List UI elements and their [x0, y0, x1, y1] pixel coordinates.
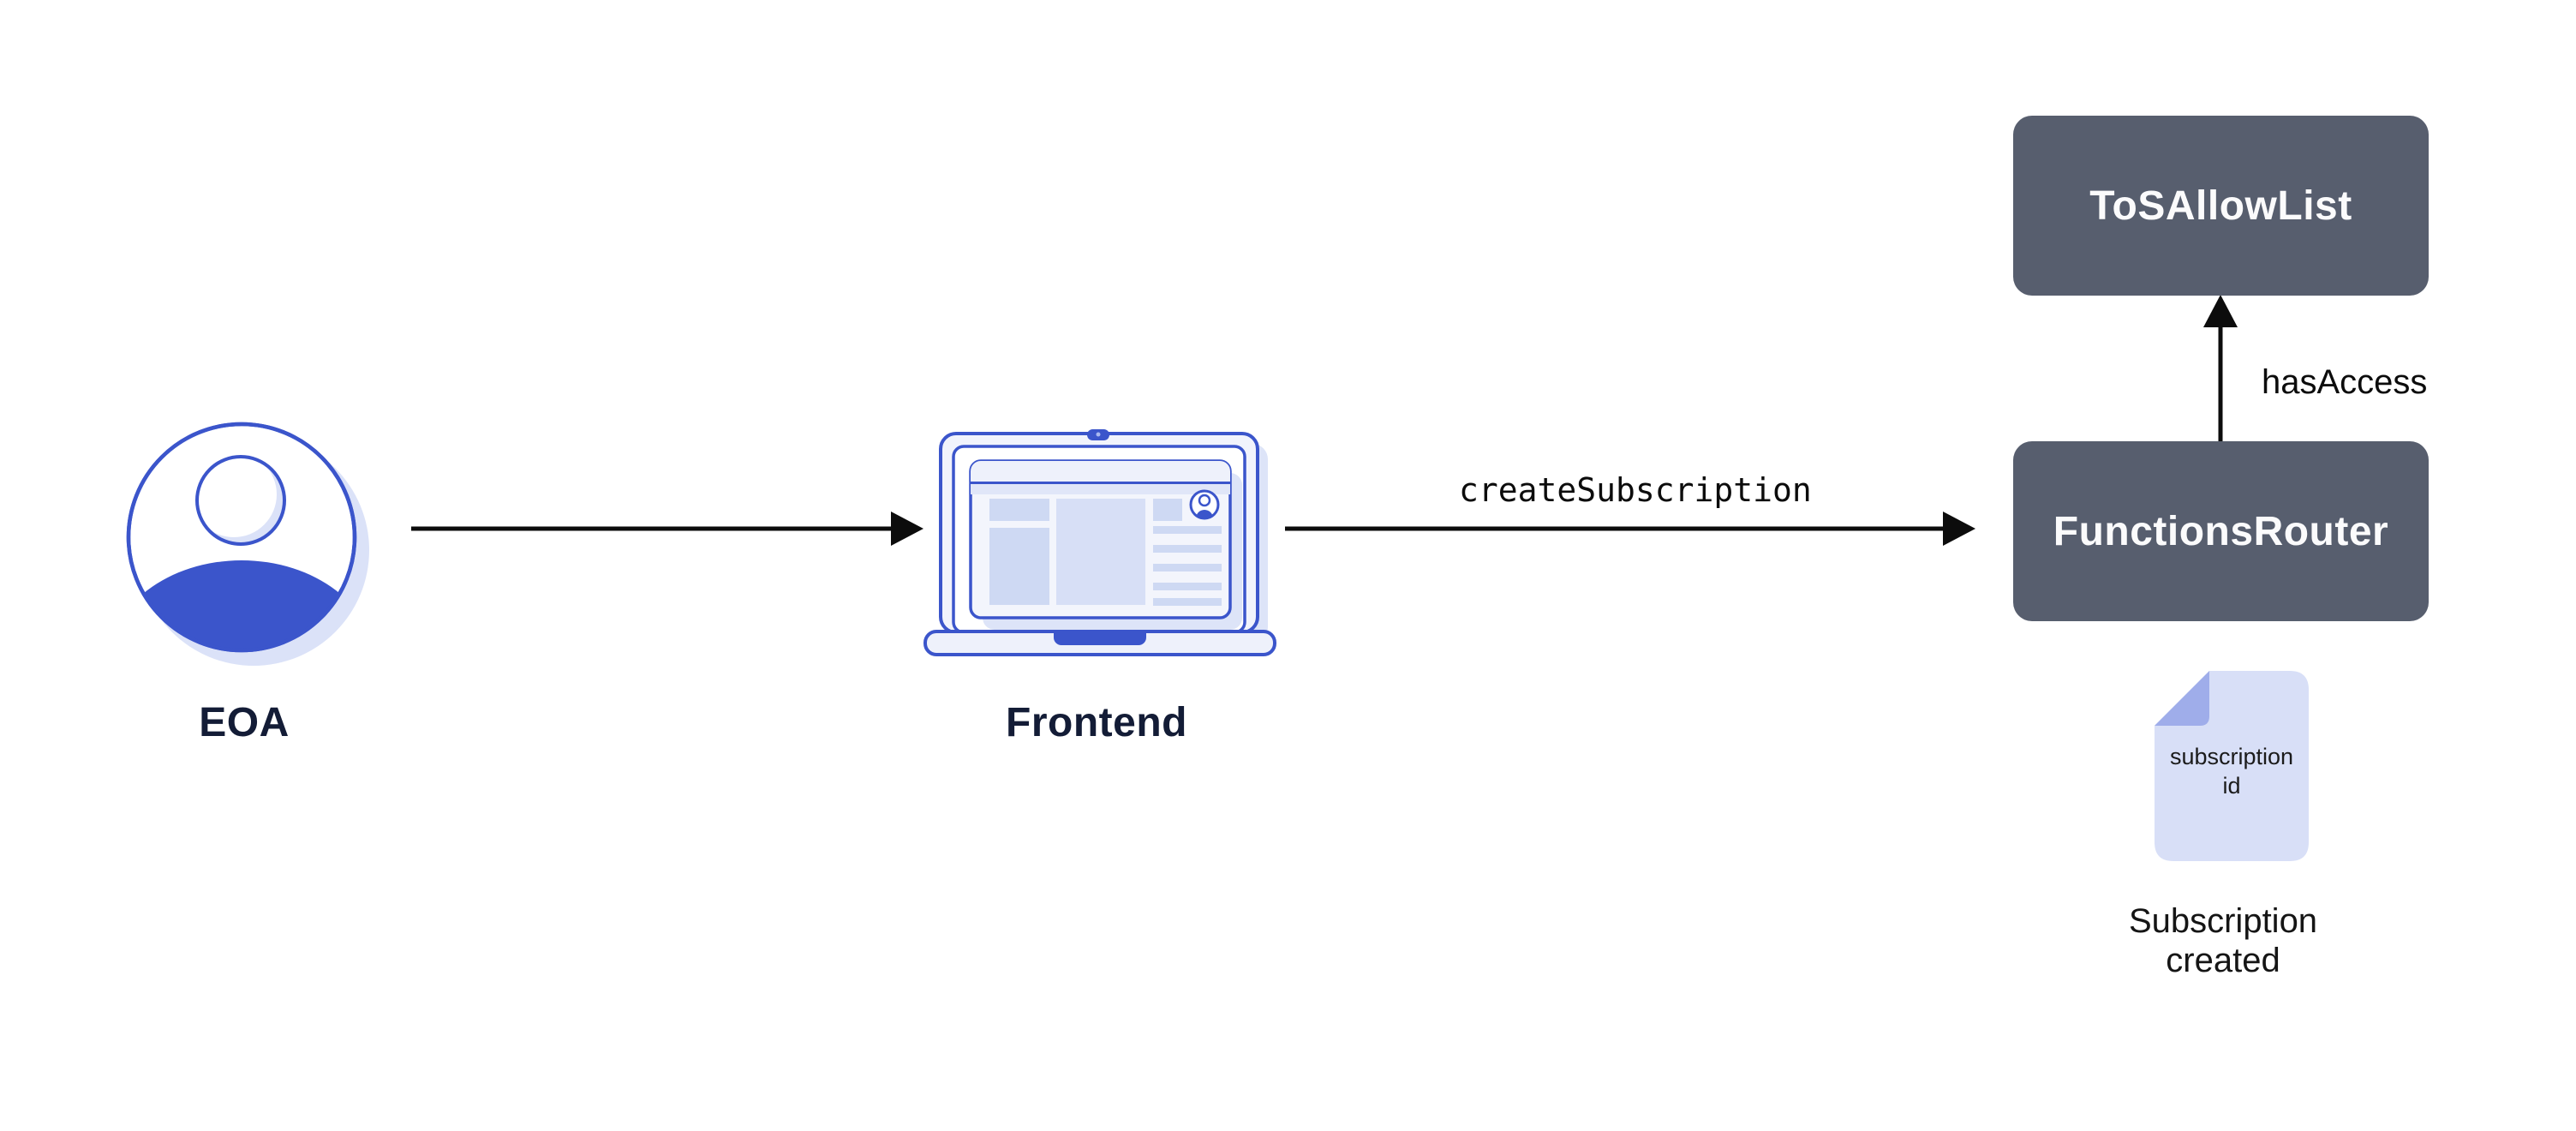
document-text-line2: id — [2222, 773, 2241, 799]
avatar-body — [129, 560, 355, 650]
content-block — [989, 528, 1049, 605]
avatar-head-ring — [195, 455, 286, 546]
content-bar — [1153, 564, 1222, 571]
mini-avatar-body — [1196, 510, 1213, 518]
document-caption-line1: Subscription — [2128, 902, 2318, 940]
avatar-body-group — [129, 560, 355, 650]
arrow-eoa-to-frontend — [411, 512, 923, 546]
avatar-outer-ring — [126, 422, 357, 653]
edge-label-create-subscription: createSubscription — [1459, 471, 1812, 509]
arrow-head — [2203, 295, 2238, 327]
arrow-router-to-tos — [2203, 295, 2238, 441]
content-bar — [1153, 598, 1222, 606]
document-caption-line2: created — [2166, 942, 2280, 979]
browser-divider — [971, 482, 1230, 484]
content-block — [989, 499, 1049, 521]
document-fold — [2155, 671, 2209, 726]
arrow-frontend-to-router — [1285, 512, 1975, 546]
laptop-notch — [1054, 633, 1146, 645]
document-text: subscription id — [2155, 742, 2309, 800]
browser-toolbar-band — [971, 484, 1230, 494]
content-block — [1153, 499, 1182, 521]
frontend-label: Frontend — [1006, 700, 1187, 745]
content-bar — [1153, 583, 1222, 590]
subscription-document-icon — [2155, 671, 2309, 861]
browser-user-icon — [1189, 489, 1220, 520]
frontend-laptop-icon — [923, 429, 1276, 656]
eoa-avatar-icon — [126, 422, 369, 666]
browser-content-blocks — [989, 499, 1222, 606]
laptop-webcam-dot — [1096, 432, 1101, 437]
tos-allow-list-box: ToSAllowList — [2013, 116, 2429, 296]
browser-chrome — [971, 461, 1230, 494]
avatar-head-group — [198, 458, 284, 543]
document-text-line1: subscription — [2169, 744, 2294, 769]
content-block — [1056, 499, 1145, 605]
functions-router-box: FunctionsRouter — [2013, 441, 2429, 621]
content-bar — [1153, 545, 1222, 553]
document-caption: Subscription created — [2082, 901, 2364, 980]
tos-allow-list-label: ToSAllowList — [2089, 183, 2352, 229]
content-bar — [1153, 526, 1222, 534]
eoa-label: EOA — [199, 700, 290, 745]
browser-title-bar — [971, 461, 1230, 483]
avatar-head-fill — [198, 458, 277, 537]
arrow-head — [891, 512, 923, 546]
edge-label-has-access: hasAccess — [2262, 363, 2428, 401]
mini-avatar-head — [1198, 494, 1211, 507]
arrow-head — [1943, 512, 1975, 546]
functions-router-label: FunctionsRouter — [2053, 508, 2389, 554]
